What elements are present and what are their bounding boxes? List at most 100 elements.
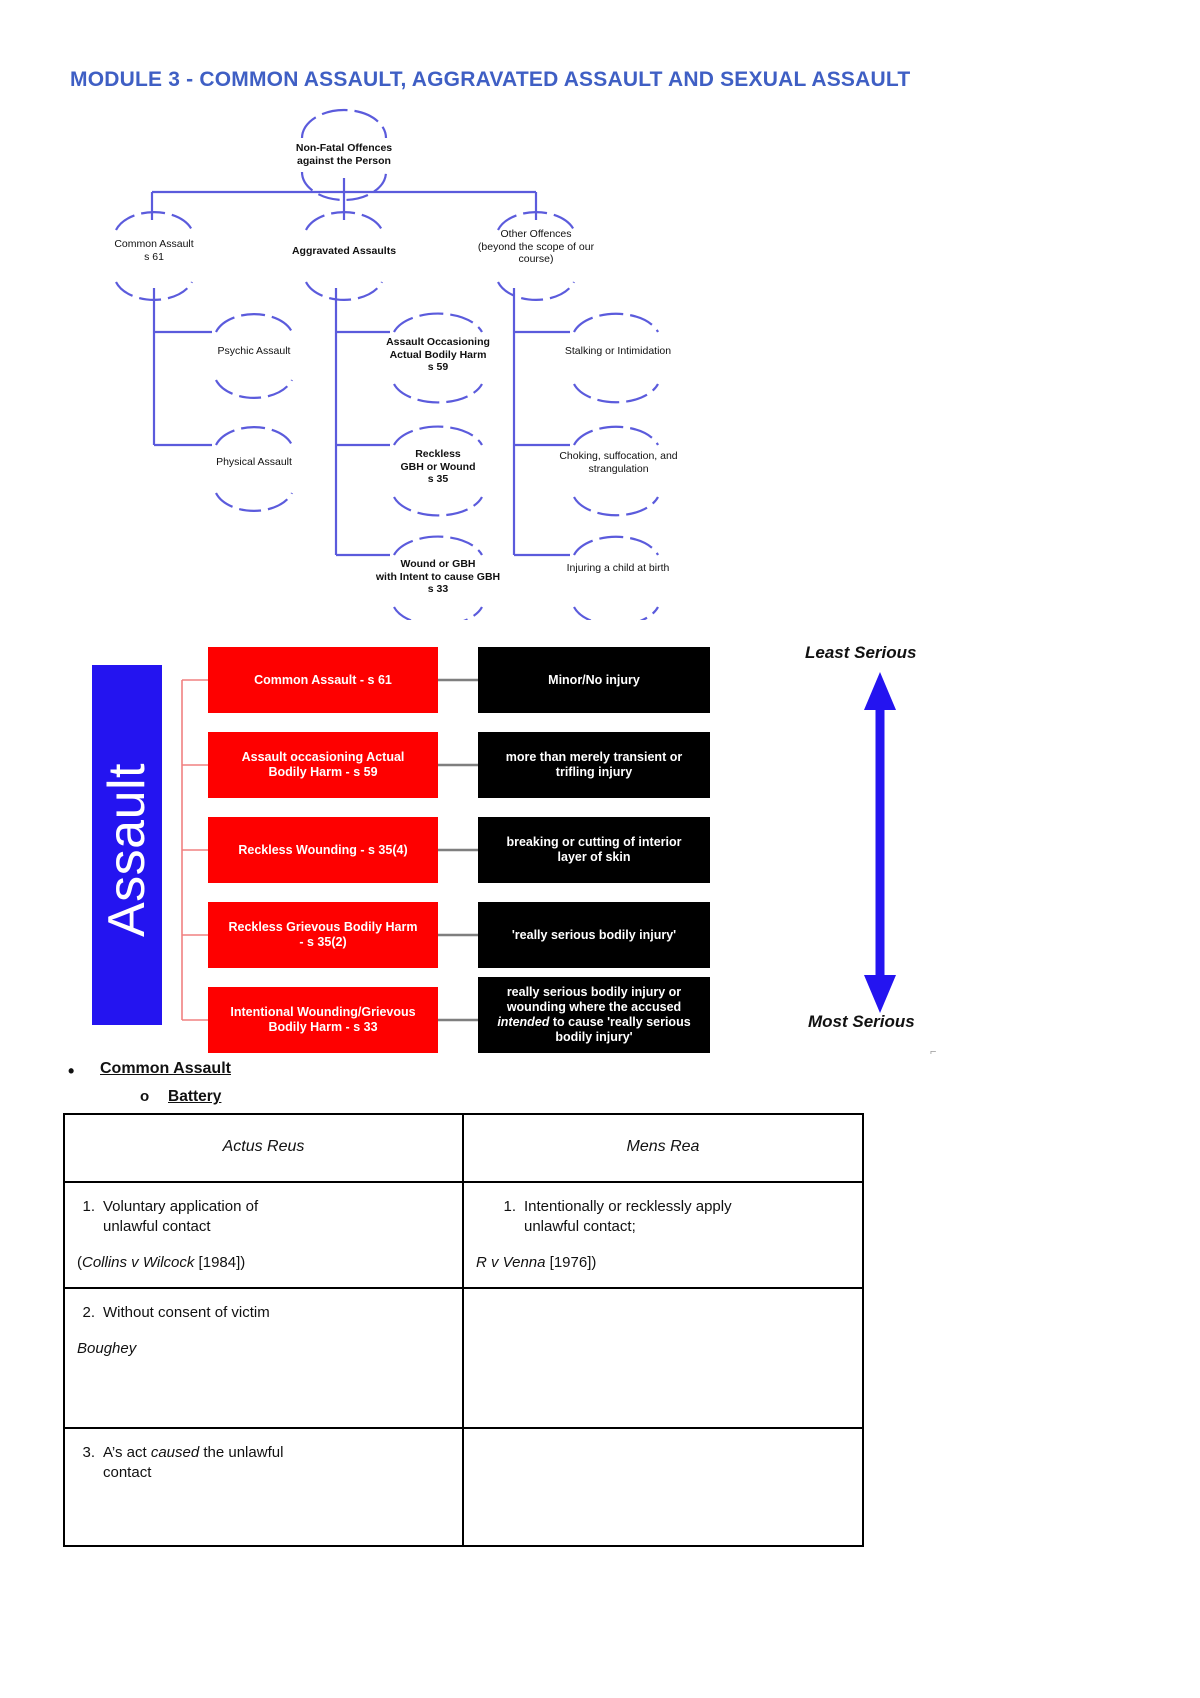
definition-box-common-assault-line1: Minor/No injury [548, 672, 640, 687]
tree-node-wound-gbh-intent: Wound or GBH with Intent to cause GBH s … [350, 558, 526, 596]
bullet-marker-dot: • [68, 1061, 75, 1081]
definition-box-abh-line2: trifling injury [555, 765, 633, 779]
tree-node-common-assault-line2: s 61 [144, 250, 164, 263]
offence-box-common-assault: Common Assault - s 61 [208, 647, 438, 713]
tree-node-wound-gbh-intent-line3: s 33 [427, 583, 449, 595]
bullet-common-assault: • Common Assault [68, 1060, 231, 1081]
tree-node-choking-suffocation: Choking, suffocation, and strangulation [536, 450, 701, 475]
table-cell-actus-reus-1-line2: unlawful contact [103, 1218, 211, 1235]
tree-node-injuring-child-at-birth: Injuring a child at birth [540, 562, 696, 575]
table-cell-mens-rea-1-citation: R v Venna [1976]) [476, 1253, 850, 1273]
definition-box-reckless-wounding: breaking or cutting of interior layer of… [478, 817, 710, 883]
offence-box-reckless-gbh-line2: - s 35(2) [299, 935, 347, 949]
list-number: 2. [82, 1304, 95, 1321]
offence-box-reckless-gbh-line1: Reckless Grievous Bodily Harm [228, 920, 418, 934]
table-header-actus-reus: Actus Reus [63, 1113, 464, 1183]
tree-node-aoabh: Assault Occasioning Actual Bodily Harm s… [368, 336, 508, 374]
offence-box-abh: Assault occasioning Actual Bodily Harm -… [208, 732, 438, 798]
offence-box-intentional-gbh-line1: Intentional Wounding/Grievous [230, 1005, 416, 1019]
bullet-battery-label: Battery [168, 1088, 222, 1105]
offence-box-intentional-gbh-line2: Bodily Harm - s 33 [268, 1020, 378, 1034]
tree-node-physical-assault: Physical Assault [184, 456, 324, 469]
tree-node-wound-gbh-intent-line2: with Intent to cause GBH [375, 570, 501, 583]
offence-box-intentional-gbh: Intentional Wounding/Grievous Bodily Har… [208, 987, 438, 1053]
table-cell-actus-reus-2-line1: Without consent of victim [103, 1304, 270, 1321]
assault-chart-connectors [181, 678, 478, 1022]
citation-case-name: R v Venna [476, 1254, 546, 1271]
definition-box-reckless-wounding-line2: layer of skin [557, 850, 631, 864]
tree-node-psychic-assault-line1: Psychic Assault [217, 345, 291, 357]
tree-node-other-offences-line1: Other Offences [500, 228, 572, 240]
definition-box-intentional-gbh-line3: intended to cause 'really serious [497, 1015, 690, 1030]
definition-box-intentional-gbh-line1: really serious bodily injury or [506, 985, 682, 999]
tree-node-choking-suffocation-line2: strangulation [588, 462, 649, 475]
tree-node-other-offences-line3: course) [518, 253, 554, 265]
definition-box-intentional-gbh-intended-word: intended [497, 1015, 550, 1029]
definition-box-intentional-gbh-line4: bodily injury' [555, 1030, 633, 1044]
definition-box-intentional-gbh-line3-rest: to cause 'really serious [549, 1015, 691, 1029]
table-cell-actus-reus-2: 2. Without consent of victim Boughey [63, 1287, 464, 1429]
offence-box-abh-line2: Bodily Harm - s 59 [268, 765, 378, 779]
definition-box-common-assault: Minor/No injury [478, 647, 710, 713]
table-cell-actus-reus-3-line1: A’s act [103, 1444, 151, 1461]
table-cell-mens-rea-3 [462, 1427, 864, 1547]
tree-node-reckless-gbh-wound-line2: GBH or Wound [400, 460, 476, 473]
offence-box-common-assault-line1: Common Assault - s 61 [254, 672, 392, 687]
stray-mark: ⌐ [930, 1046, 937, 1058]
definition-box-reckless-gbh: 'really serious bodily injury' [478, 902, 710, 968]
tree-node-root-line1: Non-Fatal Offences [295, 142, 393, 154]
citation-prefix: ( [77, 1254, 82, 1271]
table-cell-actus-reus-3-italic: caused [150, 1444, 200, 1461]
tree-node-other-offences: Other Offences (beyond the scope of our … [456, 228, 616, 266]
offence-box-reckless-wounding-line1: Reckless Wounding - s 35(4) [238, 842, 408, 857]
seriousness-double-arrow [850, 670, 910, 1015]
page-title: MODULE 3 - COMMON ASSAULT, AGGRAVATED AS… [70, 68, 911, 91]
definition-box-abh: more than merely transient or trifling i… [478, 732, 710, 798]
list-number: 1. [503, 1198, 516, 1215]
tree-node-aoabh-line3: s 59 [427, 361, 449, 373]
table-cell-mens-rea-1-line1: Intentionally or recklessly apply [524, 1198, 732, 1215]
citation-case-name: Boughey [77, 1340, 137, 1357]
double-arrow-icon [864, 672, 896, 1013]
table-cell-actus-reus-1-citation: (Collins v Wilcock [1984]) [77, 1253, 450, 1273]
tree-node-aggravated-assaults: Aggravated Assaults [274, 245, 414, 258]
table-cell-mens-rea-2 [462, 1287, 864, 1429]
table-row: 3. A’s act caused the unlawful contact [63, 1427, 864, 1547]
tree-node-wound-gbh-intent-line1: Wound or GBH [400, 558, 476, 570]
offence-box-reckless-wounding: Reckless Wounding - s 35(4) [208, 817, 438, 883]
tree-node-injuring-child-at-birth-line1: Injuring a child at birth [566, 562, 670, 574]
bullet-common-assault-label: Common Assault [100, 1060, 231, 1077]
tree-node-reckless-gbh-wound-line3: s 35 [427, 473, 449, 485]
tree-node-other-offences-line2: (beyond the scope of our [477, 240, 595, 253]
offence-box-reckless-gbh: Reckless Grievous Bodily Harm - s 35(2) [208, 902, 438, 968]
table-cell-mens-rea-1: 1. Intentionally or recklessly apply unl… [462, 1181, 864, 1289]
table-cell-actus-reus-1-line1: Voluntary application of [103, 1198, 259, 1215]
definition-box-abh-line1: more than merely transient or [505, 750, 683, 764]
tree-node-reckless-gbh-wound: Reckless GBH or Wound s 35 [368, 448, 508, 486]
table-row: 2. Without consent of victim Boughey [63, 1287, 864, 1429]
citation-case-name: Collins v Wilcock [82, 1254, 195, 1271]
scale-label-least-serious: Least Serious [805, 643, 917, 662]
tree-node-common-assault: Common Assault s 61 [84, 238, 224, 263]
tree-connector-lines [115, 108, 659, 620]
table-cell-actus-reus-1: 1. Voluntary application of unlawful con… [63, 1181, 464, 1289]
definition-box-intentional-gbh: really serious bodily injury or wounding… [478, 977, 710, 1053]
list-number: 3. [82, 1444, 95, 1461]
tree-node-aoabh-line2: Actual Bodily Harm [389, 348, 487, 361]
non-fatal-offences-tree-diagram: Non-Fatal Offences against the Person Co… [70, 100, 830, 620]
table-cell-actus-reus-3: 3. A’s act caused the unlawful contact [63, 1427, 464, 1547]
tree-node-reckless-gbh-wound-line1: Reckless [415, 448, 461, 460]
definition-box-reckless-wounding-line1: breaking or cutting of interior [506, 835, 682, 849]
assault-axis-label: Assault [98, 762, 156, 938]
table-cell-actus-reus-3-line1-rest: the unlawful [199, 1444, 284, 1461]
scale-label-most-serious: Most Serious [808, 1012, 915, 1031]
tree-node-aoabh-line1: Assault Occasioning [386, 336, 490, 348]
table-cell-actus-reus-3-line2: contact [103, 1464, 152, 1481]
tree-node-common-assault-line1: Common Assault [114, 238, 194, 250]
assault-severity-chart: Assault Common Assault - s 61 Minor/No i… [70, 625, 970, 1055]
tree-node-aggravated-assaults-line1: Aggravated Assaults [291, 245, 397, 257]
table-header-row: Actus Reus Mens Rea [63, 1113, 864, 1183]
bullet-marker-circle: o [140, 1088, 150, 1105]
tree-node-physical-assault-line1: Physical Assault [216, 456, 292, 468]
